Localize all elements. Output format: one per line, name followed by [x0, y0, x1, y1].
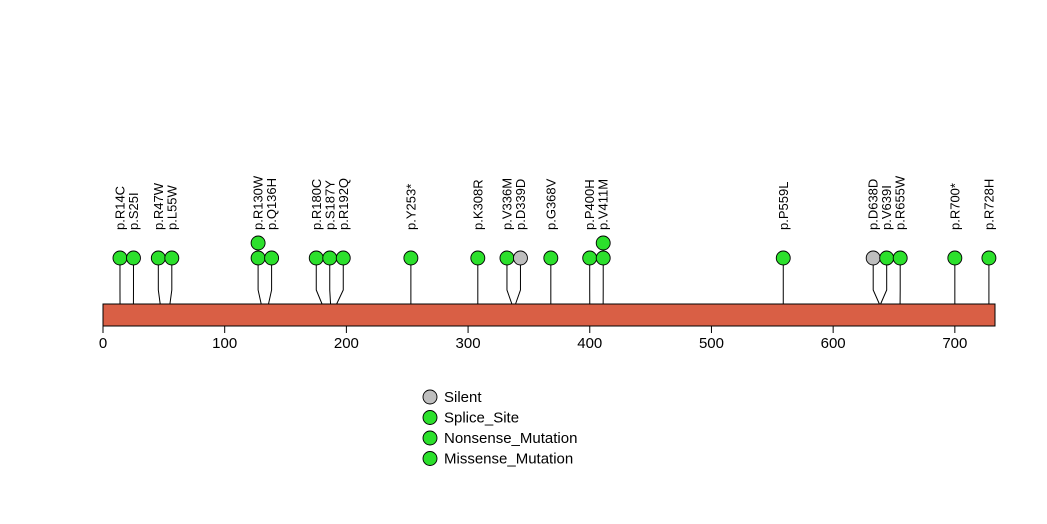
lollipop-p.K308R[interactable]: p.K308R [470, 179, 485, 304]
mutation-label: p.P400H [582, 179, 597, 230]
legend-swatch-missense_mutation [422, 451, 438, 466]
axis-tick-label: 400 [577, 335, 602, 352]
lollipop-stem [315, 265, 323, 305]
mutation-circle[interactable] [126, 250, 141, 266]
legend-swatch-nonsense_mutation [422, 430, 438, 446]
lollipop-stem [268, 265, 273, 305]
mutation-label: p.R728H [981, 179, 996, 230]
lollipop-stem [515, 265, 521, 305]
mutation-circle[interactable] [513, 250, 528, 266]
lollipop-p.R180C[interactable]: p.R180C [308, 179, 324, 305]
mutation-label: p.L55W [164, 184, 179, 230]
mutation-circle[interactable] [879, 250, 895, 266]
legend: SilentSplice_SiteNonsense_MutationMissen… [422, 389, 577, 468]
mutation-circle[interactable] [470, 250, 486, 266]
mutation-label: p.Y253* [403, 184, 418, 230]
mutation-label: p.D638D [866, 179, 881, 230]
lollipop-stem [329, 265, 332, 305]
axis-tick-label: 500 [699, 335, 724, 352]
legend-label: Silent [444, 389, 482, 406]
lollipop-stem [169, 265, 173, 305]
mutation-label: p.R700* [947, 183, 962, 230]
mutation-label: p.R14C [112, 186, 127, 230]
lollipop-p.S187Y[interactable]: p.S187Y [322, 180, 338, 305]
lollipop-p.P400H[interactable]: p.P400H [582, 179, 598, 305]
mutation-circle[interactable] [499, 250, 515, 266]
lollipop-p.S25I[interactable]: p.S25I [126, 192, 141, 305]
mutation-circle[interactable] [322, 250, 338, 266]
mutation-label: p.P559L [776, 182, 791, 230]
mutation-label: p.G368V [543, 178, 558, 230]
mutation-label: p.K308R [470, 179, 485, 230]
lollipop-p.V639I[interactable]: p.V639I [879, 185, 895, 305]
lollipop-p.L55W[interactable]: p.L55W [164, 184, 180, 305]
mutation-label: p.V639I [879, 185, 894, 230]
lollipop-p.R655W[interactable]: p.R655W [892, 175, 908, 305]
mutation-circle[interactable] [582, 250, 598, 266]
lollipop-stem [880, 265, 888, 305]
lollipop-p.P559L[interactable]: p.P559L [776, 182, 791, 304]
mutation-circle[interactable] [595, 235, 611, 251]
mutation-circle[interactable] [150, 250, 166, 266]
mutation-label: p.R130W [251, 175, 266, 230]
lollipop-p.Q136H[interactable]: p.Q136H [264, 178, 280, 305]
axis-tick-label: 0 [99, 335, 107, 352]
mutation-circle[interactable] [264, 250, 280, 266]
mutation-circle[interactable] [308, 250, 324, 266]
mutation-label: p.R655W [893, 175, 908, 230]
lollipop-p.G368V[interactable]: p.G368V [543, 178, 558, 304]
legend-label: Splice_Site [444, 410, 519, 427]
mutation-circle[interactable] [250, 250, 266, 266]
mutation-circle[interactable] [865, 250, 881, 266]
legend-label: Missense_Mutation [444, 451, 573, 468]
mutation-circle[interactable] [595, 250, 611, 266]
axis-tick-label: 700 [942, 335, 967, 352]
lollipop-p.R130W[interactable]: p.R130W [250, 175, 266, 305]
lollipop-stem [336, 265, 344, 305]
lollipop-p.R47W[interactable]: p.R47W [150, 182, 166, 305]
lollipop-stem [257, 265, 262, 305]
lollipop-p.R700*[interactable]: p.R700* [947, 183, 962, 304]
mutation-label: p.R47W [151, 182, 166, 230]
legend-label: Nonsense_Mutation [444, 430, 577, 447]
axis-tick-label: 100 [212, 335, 237, 352]
mutation-circle[interactable] [981, 250, 997, 266]
mutation-circle[interactable] [775, 250, 791, 266]
lollipop-p.V336M[interactable]: p.V336M [499, 178, 515, 305]
lollipop-p.V411M[interactable]: p.V411M [595, 179, 611, 305]
mutation-circle[interactable] [947, 250, 963, 266]
x-axis: 0 100 200 300 400 500 600 700 [99, 326, 967, 352]
mutation-circle[interactable] [250, 235, 266, 251]
protein-body-bar [102, 303, 996, 327]
mutation-circle[interactable] [164, 250, 180, 266]
lollipop-p.R192Q[interactable]: p.R192Q [335, 178, 351, 305]
lollipop-stem [506, 265, 513, 305]
mutation-label: p.R180C [309, 179, 324, 230]
mutation-circle[interactable] [543, 250, 559, 266]
axis-tick-label: 600 [821, 335, 846, 352]
lollipop-p.D339D[interactable]: p.D339D [513, 179, 528, 305]
axis-tick-label: 200 [334, 335, 359, 352]
mutation-circle[interactable] [112, 250, 128, 266]
mutation-label: p.Q136H [264, 178, 279, 230]
mutation-label: p.V336M [499, 178, 514, 230]
mutation-label: p.D339D [513, 179, 528, 230]
lollipop-p.R728H[interactable]: p.R728H [981, 179, 996, 304]
lollipop-stem [872, 265, 880, 305]
mutation-label: p.S25I [126, 192, 141, 230]
lollipop-p.D638D[interactable]: p.D638D [865, 179, 881, 305]
axis-tick-label: 300 [456, 335, 481, 352]
mutation-circle[interactable] [892, 250, 908, 266]
lollipop-stem [157, 265, 161, 305]
mutation-label: p.S187Y [322, 180, 337, 230]
lollipop-p.Y253*[interactable]: p.Y253* [403, 184, 418, 304]
legend-swatch-silent [422, 389, 438, 405]
mutation-circle[interactable] [403, 250, 419, 266]
mutation-circle[interactable] [335, 250, 351, 266]
legend-swatch-splice_site [422, 410, 438, 425]
mutation-label: p.V411M [596, 179, 611, 230]
mutation-label: p.R192Q [336, 178, 351, 230]
